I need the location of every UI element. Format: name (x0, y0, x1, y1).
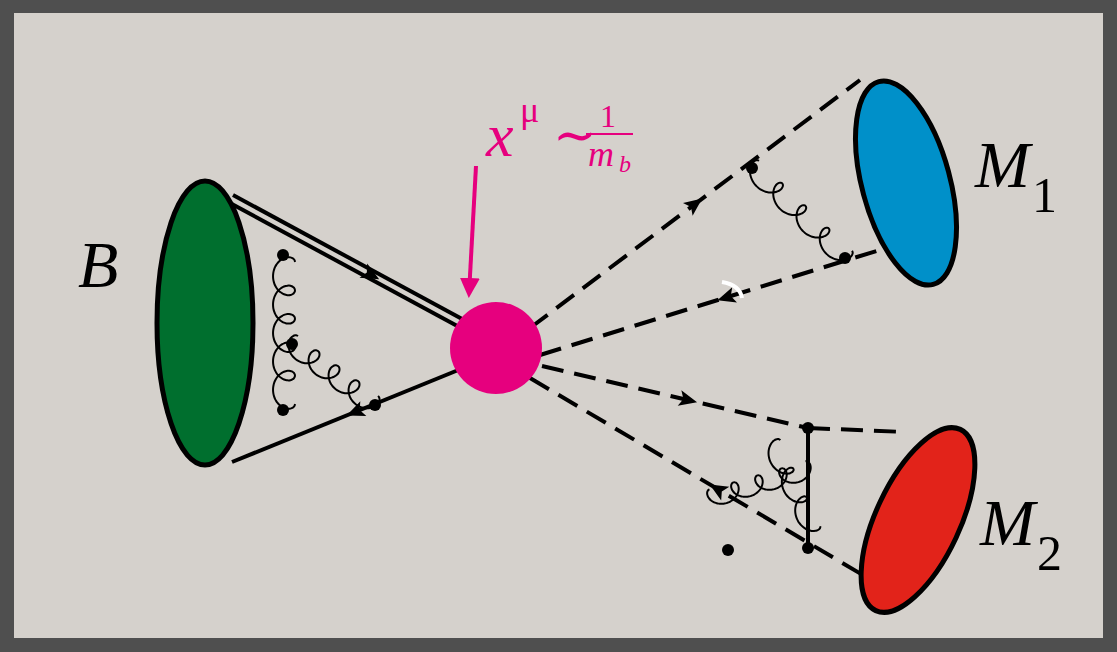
gluon-line (750, 160, 853, 260)
meson-label: B (78, 232, 118, 298)
vertex-dot (286, 338, 298, 350)
vertex-dot (746, 162, 758, 174)
superscript-index: μ (520, 92, 539, 128)
hard-vertex (450, 302, 542, 394)
meson-wavefunction (836, 70, 975, 296)
subscript-label: 1 (1032, 170, 1057, 220)
meson-ellipse: B (150, 176, 260, 470)
vertex-dot (839, 252, 851, 264)
quark-dashed-line (808, 428, 905, 432)
meson-ellipse: M1 (840, 70, 972, 296)
vertex-dot (802, 422, 814, 434)
mass-subscript: b (619, 152, 631, 176)
vertex-dot (802, 542, 814, 554)
quark-dashed-line (530, 378, 905, 600)
light-quark-line (232, 362, 478, 462)
ellipse-shape (150, 176, 260, 470)
gluon-line (707, 461, 811, 504)
flow-arrow (678, 390, 699, 410)
b-quark-line (230, 203, 485, 341)
position-symbol: x (486, 104, 514, 166)
gluon-line (769, 439, 821, 531)
quark-dashed-line (540, 240, 912, 355)
ellipse-shape (850, 405, 986, 635)
meson-label: M (975, 132, 1030, 198)
quark-dashed-line (542, 366, 808, 428)
vertex-dot (277, 404, 289, 416)
meson-wavefunction (157, 181, 253, 465)
vertex-dot (722, 544, 734, 556)
fraction-numerator: 1 (600, 100, 616, 132)
vertex-dot (369, 399, 381, 411)
meson-label: M (980, 490, 1035, 556)
callout-arrow (469, 166, 476, 294)
flow-arrow (683, 192, 707, 216)
subscript-label: 2 (1037, 528, 1062, 578)
vertex-dot (277, 249, 289, 261)
mass-symbol: m (588, 136, 614, 172)
meson-wavefunction (838, 412, 999, 629)
gluon-line (273, 257, 295, 409)
gluon-line (289, 335, 380, 408)
meson-ellipse: M2 (850, 405, 986, 635)
flow-arrow (715, 287, 737, 308)
white-arc (722, 282, 742, 298)
flow-arrow (360, 264, 383, 287)
ellipse-shape (840, 70, 972, 296)
b-quark-line (233, 195, 488, 333)
quark-dashed-line (530, 80, 860, 328)
